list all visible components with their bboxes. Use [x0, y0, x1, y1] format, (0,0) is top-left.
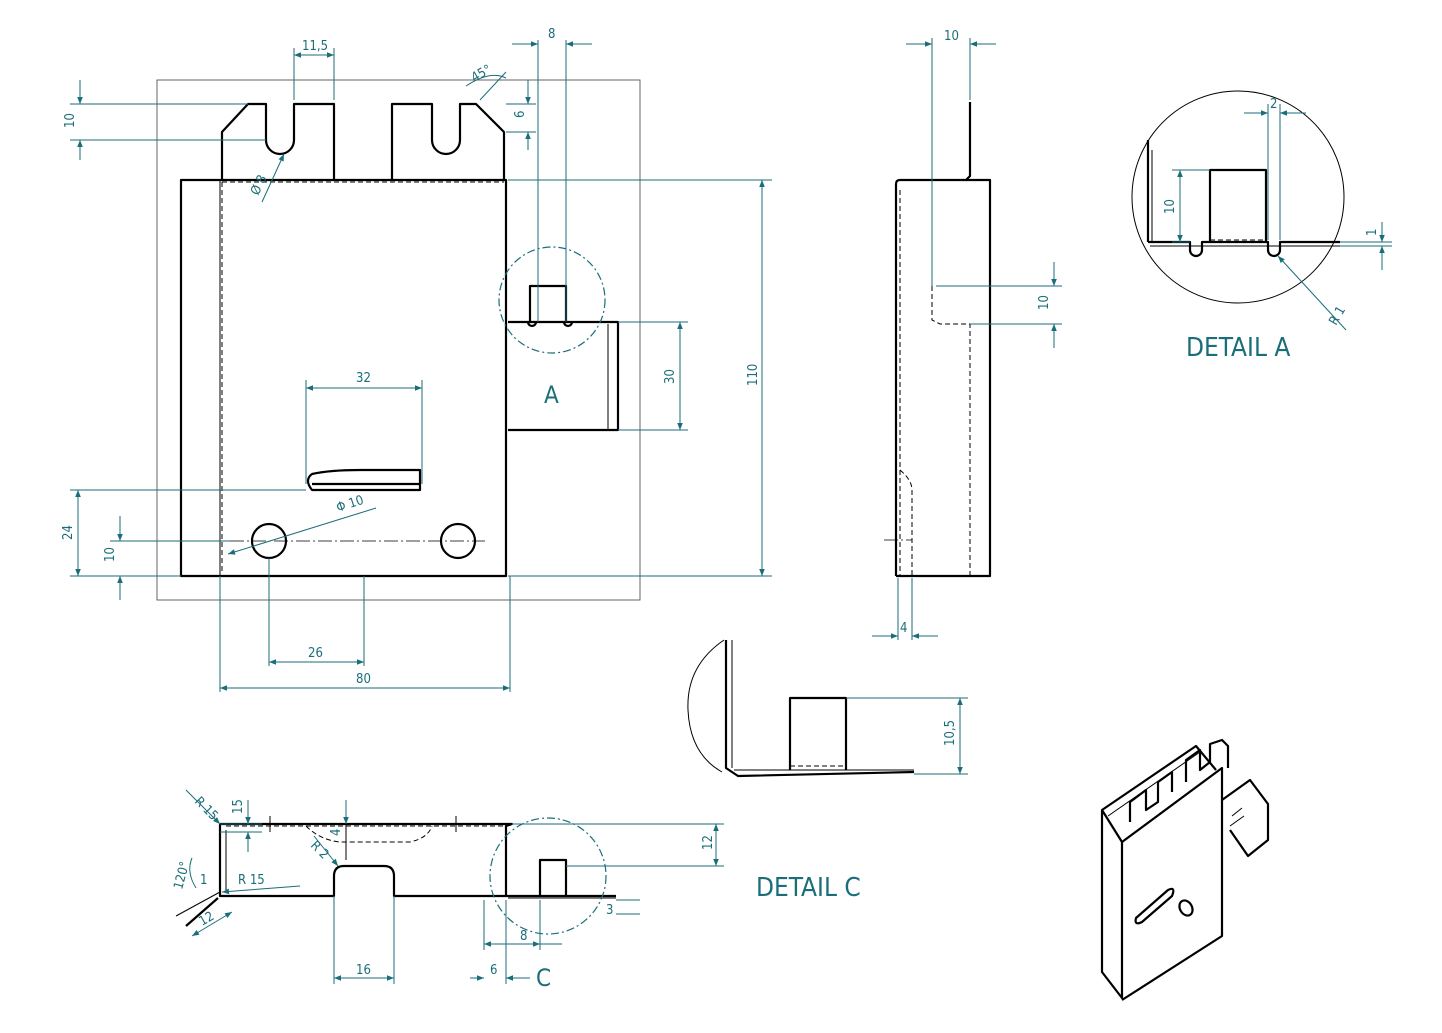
front-slot: [306, 468, 422, 492]
dim-bottom-3: 3: [606, 903, 613, 918]
dim-bottom-1: 1: [200, 873, 207, 888]
detail-a-profile: [1148, 240, 1340, 258]
section-view: [687, 639, 915, 778]
dim-slot-diameter: Ø 8: [248, 173, 270, 198]
dim-side-width: 10: [944, 29, 959, 44]
detail-a-marker-circle: [498, 246, 606, 354]
dim-slot-pitch: 8: [548, 27, 555, 42]
detail-c-title: DETAIL C: [756, 873, 861, 903]
side-view-outline: [894, 102, 972, 576]
dim-slot-length: 32: [356, 371, 371, 386]
dim-overall-width: 80: [356, 672, 371, 687]
detail-a-view: [1131, 90, 1345, 304]
dim-bottom-16: 16: [356, 963, 371, 978]
dim-detail-a-radius: R 1: [1326, 304, 1349, 328]
isometric-view: [1100, 738, 1270, 1001]
dim-side-step: 10: [1037, 295, 1052, 310]
dim-hole-offset-24: 24: [61, 525, 76, 540]
dim-bottom-6: 6: [490, 963, 497, 978]
dim-detail-a-gap: 2: [1270, 97, 1277, 112]
dim-bottom-12b: 12: [197, 909, 217, 929]
detail-a-dimensions: 2 10 1 R 1 DETAIL A: [1163, 97, 1392, 363]
dim-bottom-12: 12: [701, 835, 716, 850]
detail-a-circle: [1131, 90, 1345, 304]
dim-bottom-8: 8: [520, 929, 527, 944]
front-view-frame: [156, 79, 641, 601]
detail-a-title: DETAIL A: [1186, 333, 1290, 363]
dim-top-width-slot: 11,5: [302, 39, 328, 54]
dim-detail-a-thickness: 1: [1365, 229, 1380, 236]
front-left-tab: [220, 102, 336, 180]
dim-bottom-15: 15: [231, 799, 246, 814]
bottom-view: C: [175, 816, 616, 992]
dim-tab-height: 10: [63, 113, 78, 128]
section-break-arc: [687, 639, 725, 773]
dim-bottom-r15: R 15: [191, 794, 220, 823]
section-profile: [724, 640, 915, 778]
section-c-marker: C: [536, 964, 551, 992]
iso-side-flange: [1100, 808, 1124, 1000]
dim-side-thickness: 4: [900, 621, 907, 636]
front-right-tab: [390, 102, 506, 180]
dim-bottom-angle: 120°: [171, 860, 193, 891]
front-view-dimensions: 11,5 8 45° 6 10 Ø 8 110 30: [61, 27, 772, 692]
front-view: A: [156, 79, 641, 601]
dim-hole-offset-10: 10: [103, 547, 118, 562]
dim-bottom-r15b: R 15: [238, 873, 265, 888]
front-side-tab: [508, 320, 620, 432]
dim-hole-spacing: 26: [308, 646, 323, 661]
dim-bottom-r2: R 2: [307, 838, 331, 862]
section-view-dimensions: 10,5: [846, 697, 968, 775]
bottom-view-dimensions: R 15 15 R 2 4 12 120° 1 R 15 12 16 6 8: [171, 789, 861, 984]
dim-chamfer-size: 6: [513, 111, 528, 118]
bottom-view-outline: [218, 822, 514, 898]
dim-detail-a-height: 10: [1163, 199, 1178, 214]
dim-bottom-4: 4: [329, 829, 344, 836]
detail-a-marker: A: [544, 381, 559, 409]
detail-c-marker-circle: [489, 817, 607, 935]
dim-section-height: 10,5: [943, 720, 958, 746]
dim-tab-length: 30: [663, 369, 678, 384]
side-view-dimensions: 10 10 4: [872, 29, 1062, 640]
front-body-outline: [179, 178, 508, 578]
dim-overall-height: 110: [746, 364, 761, 386]
side-view: [884, 102, 992, 578]
